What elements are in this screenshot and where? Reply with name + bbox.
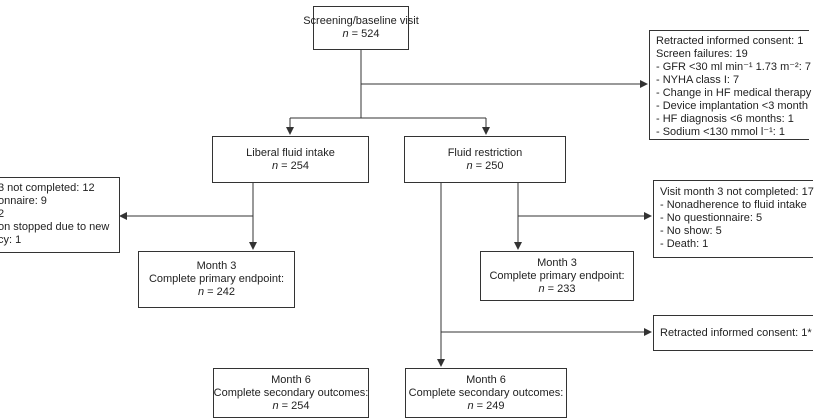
liberal-month3-n-value: = 242 <box>204 286 235 298</box>
restriction-dropout-line-3: - No show: 5 <box>660 225 722 237</box>
restriction-month3-box: Month 3 Complete primary endpoint: n = 2… <box>480 251 634 301</box>
retracted-text: Retracted informed consent: 1* <box>660 326 812 339</box>
liberal-month3-box: Month 3 Complete primary endpoint: n = 2… <box>138 251 295 308</box>
restriction-dropout-line-1: - Nonadherence to fluid intake <box>660 199 807 211</box>
restriction-month6-box: Month 6 Complete secondary outcomes: n =… <box>405 368 567 418</box>
exclusion-line-2: - GFR <30 ml min⁻¹ 1.73 m⁻²: 7 <box>656 61 811 73</box>
liberal-n-label: n <box>271 159 279 172</box>
exclusion-line-0: Retracted informed consent: 1 <box>656 35 804 47</box>
restriction-month3-n-label: n <box>538 282 545 295</box>
exclusions-box: Retracted informed consent: 1 Screen fai… <box>649 30 812 140</box>
liberal-month6-box: Month 6 Complete secondary outcomes: n =… <box>213 368 369 418</box>
liberal-month3-n-label: n <box>197 286 205 298</box>
liberal-dropout-line-1: onnaire: 9 <box>0 195 47 207</box>
restriction-dropout-line-2: - No questionnaire: 5 <box>660 212 763 224</box>
liberal-box: Liberal fluid intake n = 254 <box>212 136 369 183</box>
liberal-dropout-box: 3 not completed: 12 onnaire: 9 2 on stop… <box>0 177 120 253</box>
liberal-month3-subtitle: Complete primary endpoint: <box>148 273 285 285</box>
restriction-month6-n-value: = 249 <box>473 399 505 412</box>
exclusion-line-1: Screen failures: 19 <box>656 48 748 60</box>
liberal-dropout-line-0: 3 not completed: 12 <box>0 182 95 194</box>
restriction-n-value: = 250 <box>472 159 504 172</box>
liberal-title: Liberal fluid intake <box>246 146 335 159</box>
screening-n-value: = 524 <box>348 28 380 40</box>
screening-box: Screening/baseline visit n = 524 <box>303 6 419 50</box>
exclusion-line-6: - HF diagnosis <6 months: 1 <box>656 113 794 125</box>
screening-n-label: n <box>342 28 349 40</box>
exclusion-line-4: - Change in HF medical therapy <box>656 87 812 99</box>
restriction-title: Fluid restriction <box>447 146 523 159</box>
screening-title: Screening/baseline visit <box>303 15 419 27</box>
restriction-dropout-line-0: Visit month 3 not completed: 17 <box>660 186 814 198</box>
restriction-month6-title: Month 6 <box>466 373 506 386</box>
liberal-dropout-line-4: cy: 1 <box>0 234 22 246</box>
liberal-month6-n-label: n <box>272 399 279 412</box>
exclusion-line-7: - Sodium <130 mmol l⁻¹: 1 <box>656 126 785 138</box>
liberal-month6-title: Month 6 <box>271 373 311 386</box>
restriction-month3-title: Month 3 <box>537 256 577 269</box>
liberal-month3-title: Month 3 <box>196 260 237 272</box>
liberal-month6-n-value: = 254 <box>278 399 310 412</box>
exclusion-line-5: - Device implantation <3 month <box>656 100 808 112</box>
restriction-month3-subtitle: Complete primary endpoint: <box>489 269 625 282</box>
liberal-dropout-line-2: 2 <box>0 208 5 220</box>
liberal-n-value: = 254 <box>278 159 309 172</box>
restriction-month6-n-label: n <box>467 399 474 412</box>
restriction-dropout-box: Visit month 3 not completed: 17 - Nonadh… <box>653 180 814 258</box>
retracted-box: Retracted informed consent: 1* <box>653 315 813 351</box>
restriction-dropout-line-4: - Death: 1 <box>660 238 709 250</box>
restriction-box: Fluid restriction n = 250 <box>404 136 566 183</box>
liberal-month6-subtitle: Complete secondary outcomes: <box>213 386 369 399</box>
restriction-month3-n-value: = 233 <box>544 282 576 295</box>
restriction-month6-subtitle: Complete secondary outcomes: <box>408 386 564 399</box>
liberal-dropout-line-3: on stopped due to new <box>0 221 110 233</box>
restriction-n-label: n <box>466 159 473 172</box>
exclusion-line-3: - NYHA class I: 7 <box>656 74 740 86</box>
